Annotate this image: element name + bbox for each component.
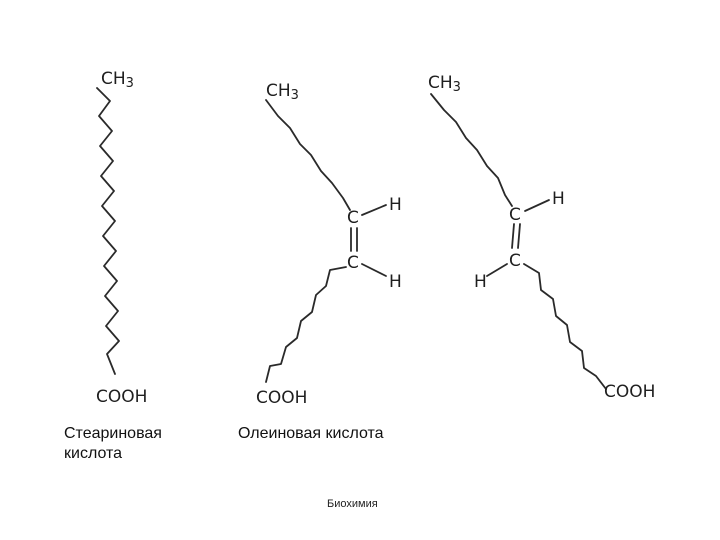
oleic-carbon-upper: C [347, 208, 359, 228]
oleic-h-upper: H [389, 195, 402, 215]
stearic-acid-structure: CH3 COOH [96, 69, 147, 407]
stearic-caption-line1: Стеариновая [64, 425, 162, 442]
trans-ch3-label: CH3 [428, 73, 461, 95]
oleic-ch3-label: CH3 [266, 81, 299, 103]
trans-acid-structure: CH3 C H C H COOH [428, 73, 655, 402]
stearic-caption: Стеариновая кислота [64, 424, 162, 464]
oleic-ch-lower-bond [361, 263, 387, 277]
stearic-carbon-chain [96, 87, 120, 375]
trans-upper-chain [430, 93, 513, 207]
footer-title: Биохимия [327, 498, 378, 510]
stearic-ch3-label: CH3 [101, 69, 134, 91]
trans-ch-upper-bond [524, 199, 550, 212]
trans-ch-lower-bond [486, 263, 508, 277]
trans-double-bond-a [511, 223, 515, 249]
trans-lower-chain [523, 263, 607, 390]
trans-carbon-lower: C [509, 251, 521, 271]
trans-cooh-label: COOH [604, 382, 655, 402]
stearic-caption-line2: кислота [64, 445, 123, 462]
stearic-cooh-label: COOH [96, 387, 147, 407]
oleic-lower-chain [265, 266, 347, 383]
trans-h-upper: H [552, 189, 565, 209]
oleic-ch-upper-bond [361, 204, 387, 216]
trans-double-bond-b [517, 223, 521, 249]
oleic-carbon-lower: C [347, 253, 359, 273]
oleic-cooh-label: COOH [256, 388, 307, 408]
oleic-h-lower: H [389, 272, 402, 292]
oleic-upper-chain [265, 99, 351, 211]
trans-carbon-upper: C [509, 205, 521, 225]
oleic-acid-structure: CH3 C H C H COOH [256, 81, 402, 408]
trans-h-lower: H [474, 272, 487, 292]
oleic-caption: Олеиновая кислота [238, 425, 384, 442]
